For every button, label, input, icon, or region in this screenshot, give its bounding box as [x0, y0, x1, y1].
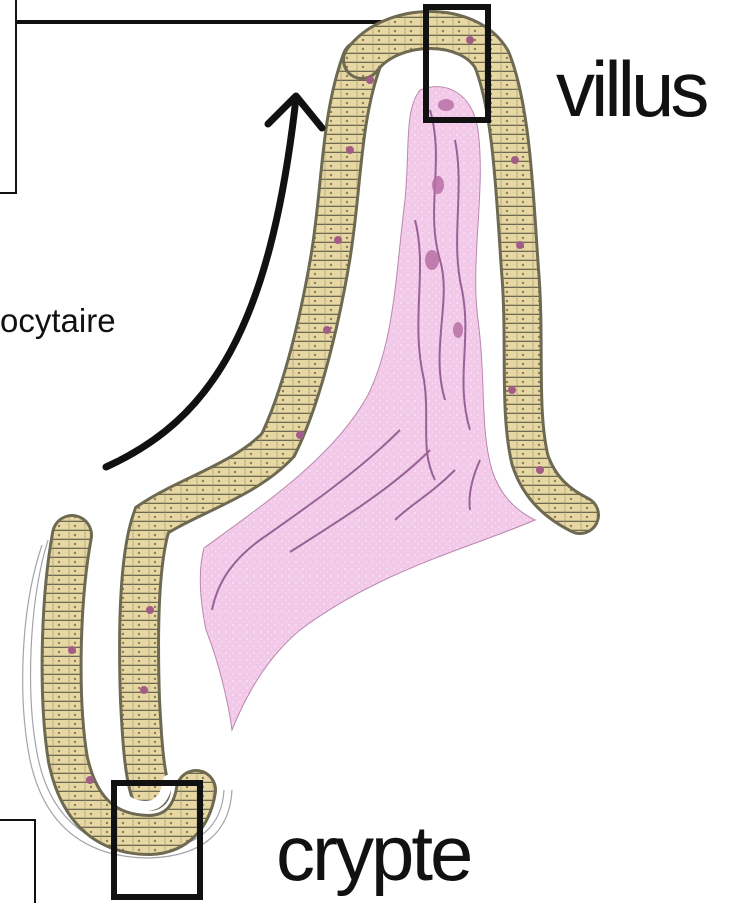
migration-arrow [106, 98, 296, 467]
partial-left-frame [0, 0, 35, 903]
lamina-propria [200, 87, 535, 730]
villus-label: villus [556, 50, 705, 128]
crypte-label: crypte [276, 814, 470, 892]
partial-left-label: ocytaire [0, 304, 116, 337]
